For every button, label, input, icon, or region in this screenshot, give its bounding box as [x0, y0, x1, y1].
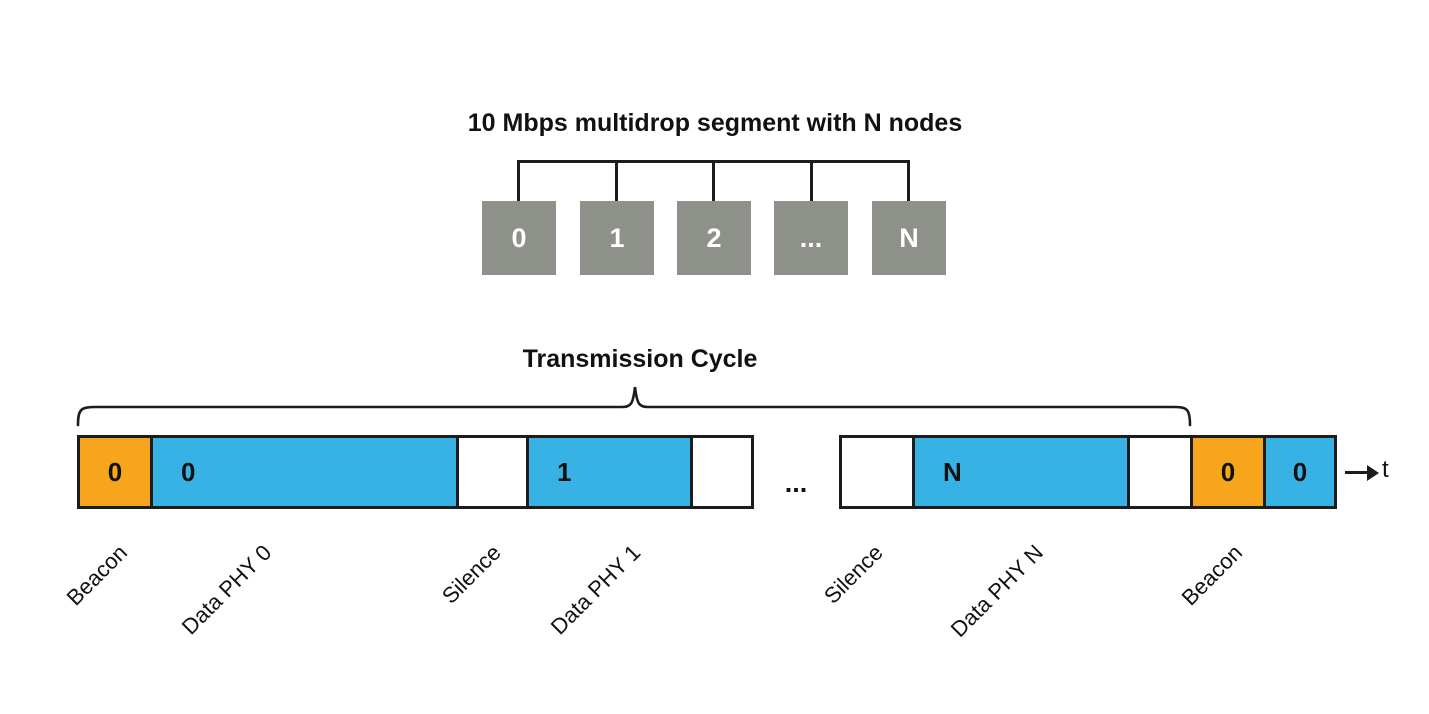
node-box-0: 0 — [482, 201, 556, 275]
segment-beacon: 0 — [80, 438, 153, 506]
segment-data-phy-0-next: 0 — [1266, 438, 1334, 506]
time-arrow-head-icon — [1367, 464, 1379, 481]
segment-silence — [693, 438, 751, 506]
segment-data-phy-0: 0 — [153, 438, 459, 506]
cycle-brace — [76, 386, 1192, 427]
drop-line-node-0 — [517, 160, 520, 203]
segment-silence — [459, 438, 529, 506]
time-arrow-line — [1345, 471, 1369, 474]
segment-label: 0 — [107, 456, 123, 487]
topology-title: 10 Mbps multidrop segment with N nodes — [467, 109, 963, 137]
segment-label: N — [943, 456, 962, 487]
slot-label-data-phy-0: Data PHY 0 — [176, 539, 277, 640]
slot-label-silence-left: Silence — [436, 539, 506, 609]
drop-line-node-2 — [712, 160, 715, 203]
drop-line-node-1 — [615, 160, 618, 203]
segment-silence — [842, 438, 915, 506]
segment-data-phy-1: 1 — [529, 438, 693, 506]
node-box-1: 1 — [580, 201, 654, 275]
transmission-bar-right: N 0 0 — [839, 435, 1337, 509]
timeline-ellipsis: ... — [784, 468, 808, 498]
transmission-bar-left: 0 0 1 — [77, 435, 754, 509]
node-box-ellipsis: ... — [774, 201, 848, 275]
slot-label-beacon-left: Beacon — [62, 539, 133, 611]
node-box-2: 2 — [677, 201, 751, 275]
node-label: 1 — [609, 222, 625, 253]
segment-silence — [1130, 438, 1193, 506]
segment-data-phy-n: N — [915, 438, 1130, 506]
slot-label-data-phy-1: Data PHY 1 — [545, 539, 646, 640]
segment-label: 1 — [557, 456, 572, 487]
node-box-n: N — [872, 201, 946, 275]
slot-label-silence-right: Silence — [818, 539, 888, 609]
transmission-cycle-title: Transmission Cycle — [522, 345, 758, 373]
slot-label-data-phy-n: Data PHY N — [945, 539, 1048, 642]
node-label: 2 — [706, 222, 722, 253]
segment-label: 0 — [1220, 456, 1236, 487]
time-axis-label: t — [1382, 456, 1389, 483]
node-label: ... — [799, 222, 823, 253]
segment-label: 0 — [1292, 456, 1308, 487]
segment-label: 0 — [181, 456, 196, 487]
slot-label-beacon-right: Beacon — [1177, 539, 1248, 611]
node-label: 0 — [511, 222, 527, 253]
segment-beacon: 0 — [1193, 438, 1266, 506]
drop-line-node-ellipsis — [810, 160, 813, 203]
drop-line-node-n — [907, 160, 910, 203]
node-label: N — [899, 222, 919, 253]
